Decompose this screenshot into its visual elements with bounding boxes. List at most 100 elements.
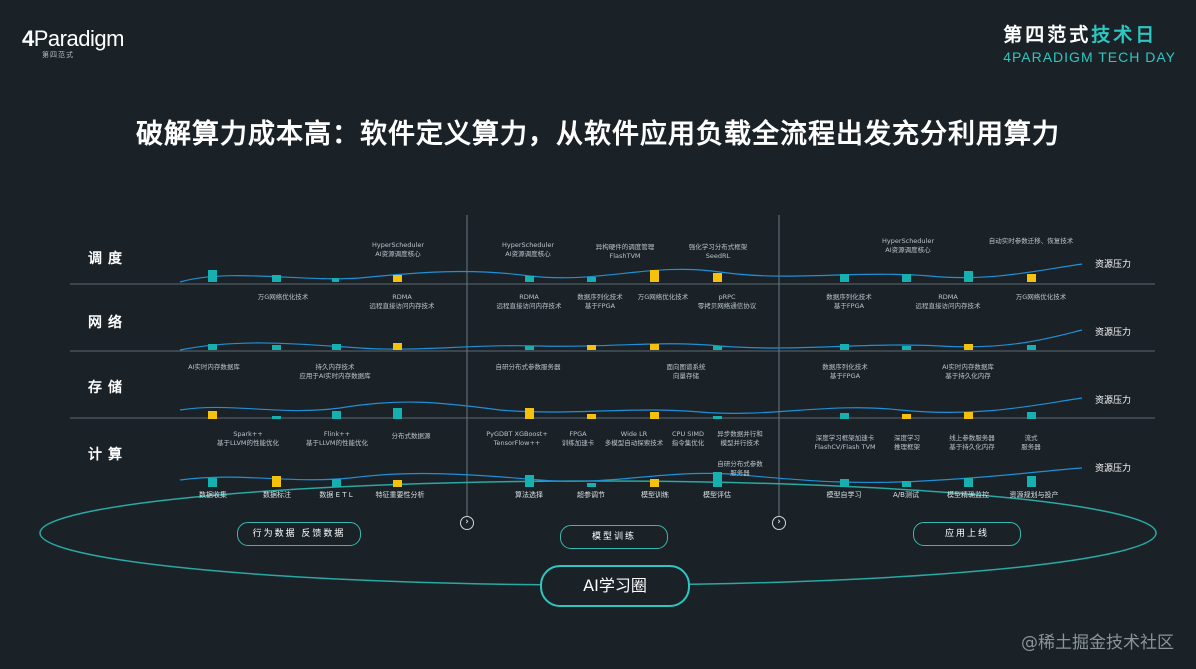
load-bar [272,416,281,419]
event-name-a: 第四范式 [1003,24,1092,46]
tech-note: 线上参数服务器基于持久化内存 [949,434,995,451]
pressure-label: 资源压力 [1095,260,1132,270]
tech-note: 自研分布式参数服务器 [495,363,561,371]
tech-note: PyGDBT XGBoost+TensorFlow++ [486,430,548,447]
pipeline-step: 资源规划与投产 [1009,491,1059,499]
logo-text: Paradigm [33,26,125,51]
pipeline-step: 特征重要性分析 [375,491,425,499]
tech-note: AI实时内存数据库 [188,363,240,371]
load-bar [840,413,849,419]
tech-note: 分布式数据源 [391,432,431,440]
pipeline-step: A/B测试 [893,491,919,499]
tech-note: 自动实时参数迁移、恢复技术 [988,237,1074,245]
load-bar [332,411,341,419]
pressure-curve-net [179,329,1083,351]
load-bar [525,408,534,419]
load-bar [587,483,596,487]
load-bar [840,344,849,350]
logo-digit: 4 [22,26,34,51]
pressure-label: 资源压力 [1095,396,1132,406]
tech-note: 万G网络优化技术 [257,293,309,301]
tech-note: 万G网络优化技术 [637,293,689,301]
load-bar [332,278,339,282]
tech-note: Flink++基于LLVM的性能优化 [305,430,369,447]
load-bar [1027,274,1036,282]
load-bar [525,475,534,487]
load-bar [208,478,217,487]
pipeline-step: 模型自学习 [826,491,862,499]
tech-note: 万G网络优化技术 [1015,293,1067,301]
load-bar [1027,476,1036,487]
load-bar [208,344,217,350]
load-bar [208,270,217,282]
tech-note: 面向图谱系统向量存储 [666,363,706,380]
tech-note: 数据序列化技术基于FPGA [822,363,868,380]
load-bar [964,271,973,282]
load-bar [902,346,911,350]
tech-note: 数据序列化技术基于FPGA [577,293,623,310]
tech-note: Spark++基于LLVM的性能优化 [216,430,280,447]
load-bar [713,472,722,487]
pipeline-step: 算法选择 [515,491,543,499]
row-label-compute: 计算 [88,447,128,463]
load-bar [272,345,281,350]
load-bar [332,344,341,350]
row-label-network: 网络 [88,315,128,331]
load-bar [393,480,402,487]
logo-subtext: 第四范式 [42,51,74,59]
load-bar [840,479,849,487]
tech-note: 深度学习推理框架 [894,434,920,451]
tech-note: AI实时内存数据库基于持久化内存 [942,363,994,380]
load-bar [964,412,973,419]
phase-data-pill: 行为数据 反馈数据 [237,522,361,546]
tech-note: 自研分布式参数服务器 [717,460,763,477]
phase-training-pill: 模型训练 [560,525,668,549]
load-bar [650,412,659,419]
load-bar [713,416,722,419]
tech-note: 数据序列化技术基于FPGA [826,293,872,310]
load-bar [525,276,534,282]
load-bar [393,343,402,350]
pressure-curve-comp [179,467,1083,484]
load-bar [525,346,534,350]
load-bar [964,478,973,487]
pressure-curve-store [179,397,1083,414]
row-label-storage: 存储 [88,380,128,396]
load-bar [650,344,659,350]
load-bar [1027,345,1036,350]
slide-title: 破解算力成本高：软件定义算力，从软件应用负载全流程出发充分利用算力 [136,119,1060,150]
pipeline-step: 超参调节 [577,491,605,499]
event-name-en: 4PARADIGM TECH DAY [1003,49,1176,65]
load-bar [713,273,722,282]
load-bar [902,414,911,419]
load-bar [272,476,281,487]
load-bar [393,275,402,282]
load-bar [650,270,659,282]
tech-note: 异步数据并行和模型并行技术 [717,430,763,447]
load-bar [208,411,217,419]
chevron-right-icon: › [460,516,474,530]
load-bar [332,479,341,487]
pipeline-step: 数据收集 [199,491,227,499]
load-bar [650,479,659,487]
pressure-label: 资源压力 [1095,464,1132,474]
pipeline-step: 数据 E T L [319,491,353,499]
tech-note: 持久内存技术应用于AI实时内存数据库 [299,363,371,380]
pipeline-step: 数据标注 [263,491,291,499]
load-bar [587,277,596,282]
pipeline-step: 模型评估 [703,491,731,499]
load-bar [840,274,849,282]
